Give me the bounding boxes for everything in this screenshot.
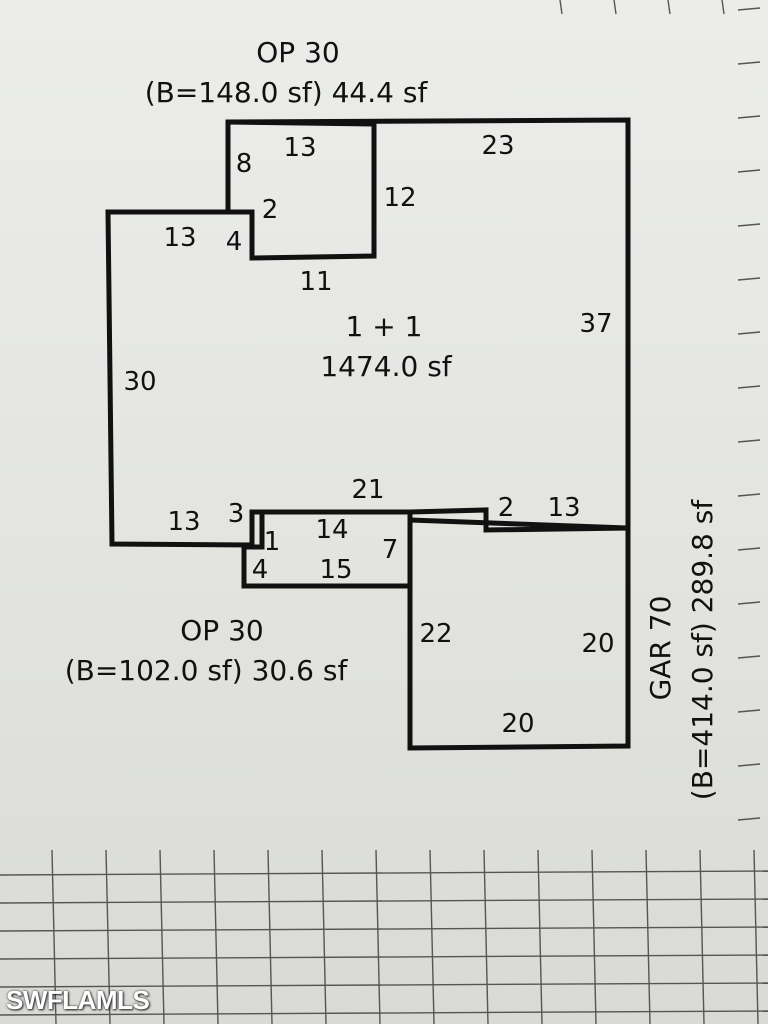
grid-line: [321, 849, 327, 1024]
grid-line: [0, 870, 768, 876]
grid-line: [105, 849, 111, 1024]
dim-op-bot-top: 14: [315, 515, 348, 545]
dim-main-notch-left: 4: [226, 227, 243, 257]
dim-main-left: 30: [123, 367, 156, 397]
grid-line: [591, 849, 597, 1024]
grid-line: [0, 1010, 768, 1016]
grid-line: [737, 493, 761, 497]
grid-line: [753, 849, 759, 1024]
grid-line: [667, 0, 671, 15]
grid-line: [737, 331, 761, 335]
dim-gar-bottom: 20: [501, 709, 534, 739]
grid-line: [721, 0, 725, 15]
dim-main-bottom-left: 13: [167, 507, 200, 537]
grid-line: [737, 439, 761, 443]
dim-op-bot-left: 4: [252, 555, 269, 585]
dim-op-top-top: 13: [283, 133, 316, 163]
dim-main-step: 11: [299, 267, 332, 297]
grid-line: [559, 0, 563, 15]
grid-line: [737, 7, 761, 11]
dim-op-top-right: 12: [383, 183, 416, 213]
grid-line: [737, 169, 761, 173]
grid-line: [483, 849, 489, 1024]
main-title: 1 + 1: [346, 310, 423, 343]
dim-main-bottom-right-notch: 2: [498, 493, 515, 523]
grid-line: [737, 223, 761, 227]
main-area: 1474.0 sf: [320, 350, 452, 383]
grid-line: [375, 849, 381, 1024]
dim-main-bottom: 21: [351, 475, 384, 505]
grid-line: [613, 0, 617, 15]
grid-line: [737, 277, 761, 281]
dim-op-top-left: 8: [236, 149, 253, 179]
dim-op-bot-bottom: 15: [319, 555, 352, 585]
grid-line: [737, 601, 761, 605]
grid-line: [737, 655, 761, 659]
grid-line: [737, 115, 761, 119]
dim-gar-right: 20: [581, 629, 614, 659]
garage-title: GAR 70: [644, 596, 677, 701]
grid-line: [0, 926, 768, 932]
grid-line: [51, 849, 57, 1024]
op-top-outline: [227, 119, 377, 261]
grid-line: [737, 547, 761, 551]
grid-line: [737, 763, 761, 767]
op-top-title: OP 30: [256, 36, 339, 69]
grid-line: [0, 982, 768, 988]
grid-line: [737, 385, 761, 389]
grid-line: [537, 849, 543, 1024]
dim-main-left-top: 13: [163, 223, 196, 253]
dim-op-bot-left-small: 1: [264, 527, 281, 557]
grid-line: [267, 849, 273, 1024]
dim-gar-left: 22: [419, 619, 452, 649]
grid-line: [645, 849, 651, 1024]
grid-line: [0, 954, 768, 960]
op-bottom-divider: [244, 512, 265, 550]
op-bottom-title: OP 30: [180, 614, 263, 647]
garage-area: (B=414.0 sf) 289.8 sf: [686, 499, 719, 801]
grid-line: [159, 849, 165, 1024]
garage-outline: [407, 517, 631, 751]
dim-main-bottom-notch: 3: [228, 499, 245, 529]
grid-line: [737, 817, 761, 821]
dim-main-bottom-right: 13: [547, 493, 580, 523]
grid-line: [737, 61, 761, 65]
dim-op-top-notch: 2: [262, 195, 279, 225]
op-top-area: (B=148.0 sf) 44.4 sf: [145, 76, 429, 109]
grid-line: [737, 709, 761, 713]
dim-main-top: 23: [481, 131, 514, 161]
dim-main-right: 37: [579, 309, 612, 339]
grid-line: [699, 849, 705, 1024]
grid-line: [429, 849, 435, 1024]
grid-line: [0, 898, 768, 904]
grid-line: [213, 849, 219, 1024]
dim-op-bot-right: 7: [382, 535, 399, 565]
op-bottom-area: (B=102.0 sf) 30.6 sf: [65, 654, 349, 687]
watermark-logo: SWFLAMLS: [6, 985, 150, 1015]
